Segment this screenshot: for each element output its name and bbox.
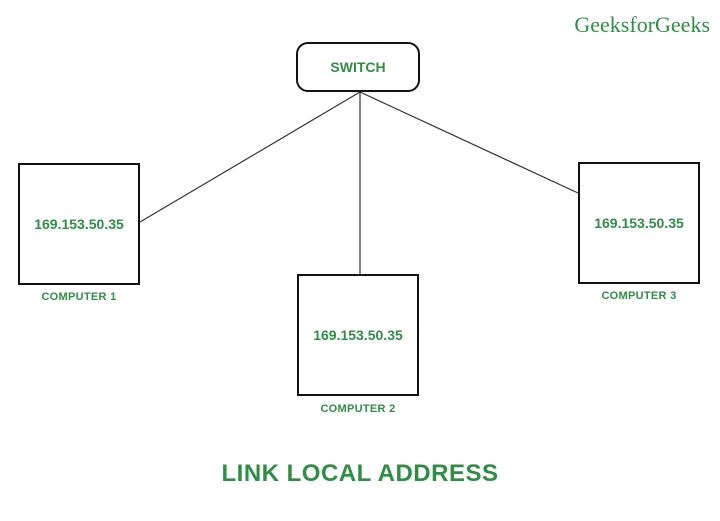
computer-2-label: COMPUTER 2 — [320, 403, 396, 415]
computer-3-ip: 169.153.50.35 — [594, 215, 684, 231]
computer-1-node: 169.153.50.35 — [18, 163, 140, 285]
brand-logo: GeeksforGeeks — [574, 12, 710, 37]
computer-1-ip: 169.153.50.35 — [34, 216, 124, 232]
computer-2-ip: 169.153.50.35 — [313, 327, 403, 343]
diagram-title: LINK LOCAL ADDRESS — [221, 460, 499, 487]
switch-label: SWITCH — [330, 59, 386, 75]
computer-1-label: COMPUTER 1 — [41, 291, 117, 303]
computer-2-node: 169.153.50.35 — [297, 274, 419, 396]
computer-3-label: COMPUTER 3 — [601, 290, 677, 302]
switch-node: SWITCH — [296, 42, 420, 92]
link-switch-computer-1 — [139, 91, 361, 223]
computer-3-node: 169.153.50.35 — [578, 162, 700, 284]
link-switch-computer-3 — [359, 91, 579, 194]
